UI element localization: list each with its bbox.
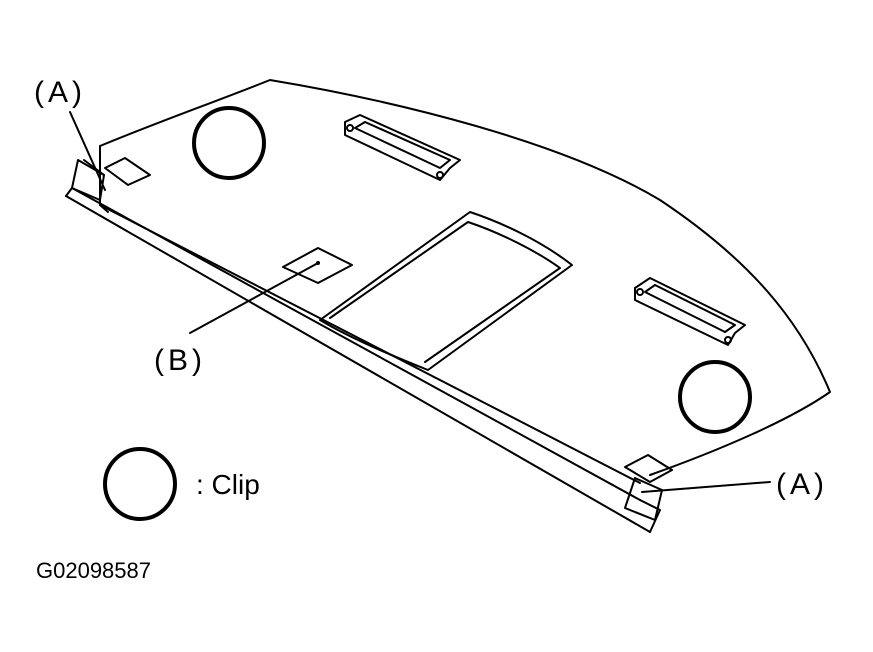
leader-a-top-left	[69, 111, 106, 191]
clip-marker-left	[192, 106, 266, 180]
end-bracket-right	[624, 477, 663, 521]
callout-a-top-left: (A)	[34, 76, 86, 109]
tab-left	[104, 157, 151, 186]
tab-right	[624, 454, 673, 483]
legend: : Clip	[103, 447, 260, 521]
speaker-grille-left	[344, 114, 461, 181]
callout-b: (B)	[154, 344, 206, 377]
tab-center-b	[282, 247, 353, 284]
leader-b	[189, 262, 319, 334]
legend-clip-symbol	[103, 447, 177, 521]
callout-a-bottom-right: (A)	[776, 468, 828, 501]
legend-clip-label: : Clip	[196, 469, 260, 500]
speaker-grille-right	[634, 277, 746, 346]
rear-shelf-panel	[65, 79, 831, 533]
leader-a-bottom-right	[641, 481, 771, 493]
center-recess	[319, 211, 573, 371]
clip-marker-right	[678, 360, 752, 434]
figure-id: G02098587	[36, 558, 151, 583]
